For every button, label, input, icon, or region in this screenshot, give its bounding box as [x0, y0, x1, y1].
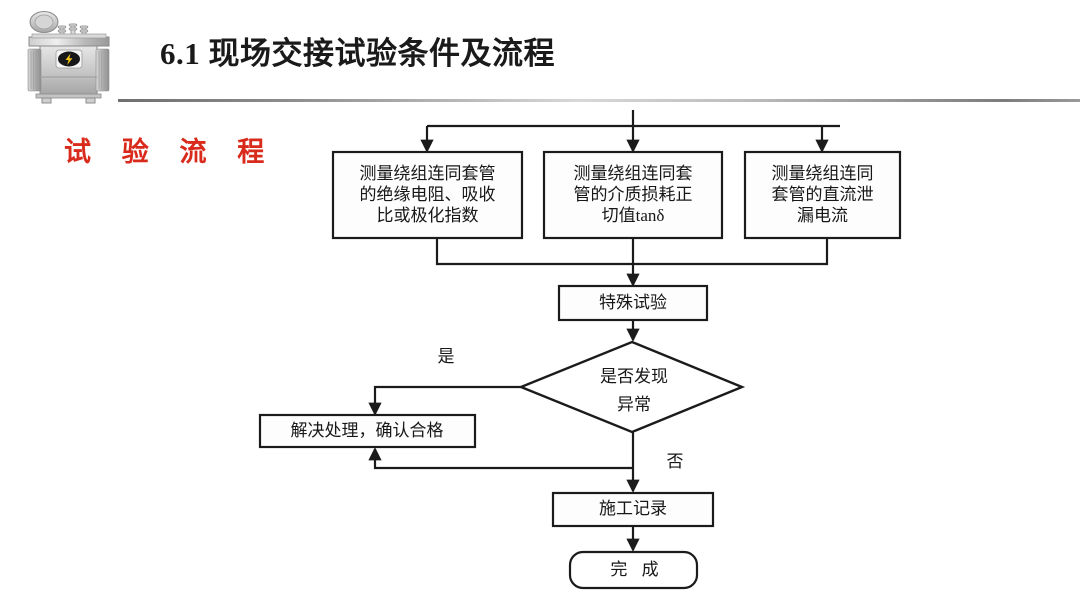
- node-test-insulation-resistance[interactable]: 测量绕组连同套管 的绝缘电阻、吸收 比或极化指数: [331, 150, 524, 240]
- node-line: 特殊试验: [599, 293, 667, 312]
- node-special-test[interactable]: 特殊试验: [557, 284, 709, 322]
- slide-header: 6.1 现场交接试验条件及流程: [0, 0, 1080, 104]
- node-line: 切值tanδ: [602, 206, 665, 225]
- node-line: 的绝缘电阻、吸收: [360, 185, 496, 204]
- node-test-dc-leakage[interactable]: 测量绕组连同 套管的直流泄 漏电流: [743, 150, 902, 240]
- edge-label-no: 否: [667, 452, 684, 471]
- node-line: 异常: [617, 395, 651, 414]
- transformer-icon: [27, 11, 110, 104]
- section-label: 试 验 流 程: [64, 137, 277, 167]
- node-construction-record[interactable]: 施工记录: [551, 491, 715, 528]
- node-line: 漏电流: [797, 206, 848, 225]
- node-line: 测量绕组连同套管: [360, 164, 496, 183]
- node-line: 测量绕组连同: [772, 164, 874, 183]
- node-line: 施工记录: [599, 499, 667, 518]
- node-resolve-and-verify[interactable]: 解决处理，确认合格: [258, 413, 477, 449]
- node-line: 解决处理，确认合格: [291, 421, 444, 440]
- node-line: 完 成: [610, 560, 663, 579]
- node-line: 管的介质损耗正: [574, 185, 693, 204]
- edge-yes-branch: [368, 385, 521, 416]
- node-line: 比或极化指数: [377, 206, 479, 225]
- node-line: 测量绕组连同套: [574, 164, 693, 183]
- page-title: 6.1 现场交接试验条件及流程: [160, 36, 555, 71]
- edge-feedback-loop: [368, 447, 633, 470]
- node-line: 套管的直流泄: [772, 185, 874, 204]
- edge-merge-collector: [435, 238, 829, 287]
- node-abnormality-decision[interactable]: 是否发现 异常: [517, 340, 746, 434]
- node-finish[interactable]: 完 成: [568, 550, 699, 590]
- node-test-dielectric-loss[interactable]: 测量绕组连同套 管的介质损耗正 切值tanδ: [542, 150, 724, 240]
- edge-label-yes: 是: [438, 347, 455, 366]
- node-line: 是否发现: [600, 367, 668, 386]
- header-divider: [118, 99, 1080, 102]
